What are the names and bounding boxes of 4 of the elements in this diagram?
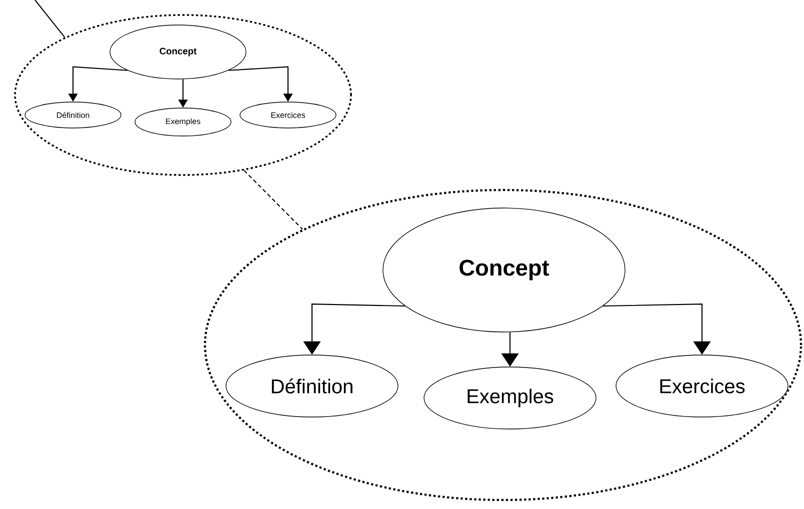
connector-line xyxy=(244,170,303,230)
connector-line xyxy=(34,0,66,38)
dotted-ellipse xyxy=(14,14,352,176)
dotted-ellipse xyxy=(204,188,802,502)
